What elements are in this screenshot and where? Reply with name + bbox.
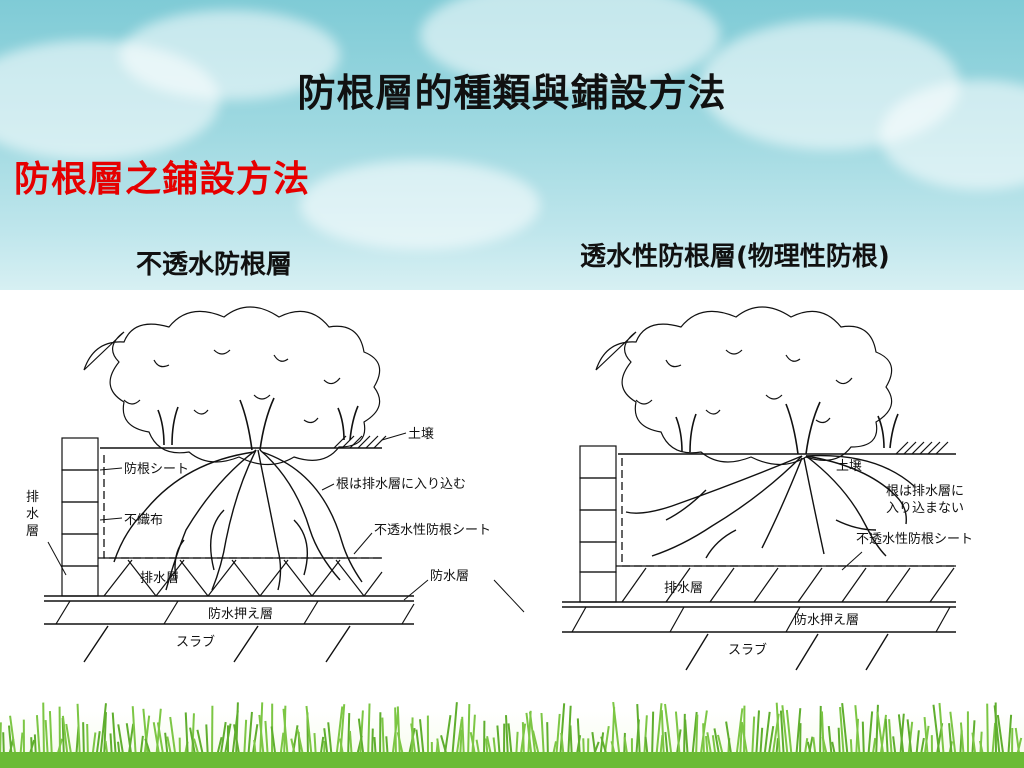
left-diagram-caption: 不透水防根層 — [136, 250, 293, 280]
left-diagram-svg: 土壌 防根シート 根は排水層に入り込む 不織布 不透水性防根シート 排 水 層 … — [26, 306, 525, 663]
right-drain-blocks — [579, 445, 617, 603]
impermeable-root-barrier-diagram: 土壌 防根シート 根は排水層に入り込む 不織布 不透水性防根シート 排 水 層 … — [4, 290, 526, 674]
right-drainage-hatch — [621, 567, 955, 603]
right-protection-marks — [571, 606, 951, 633]
left-tree-canopy — [83, 306, 381, 466]
sky-background — [0, 0, 1024, 290]
right-leader-lines — [841, 551, 863, 571]
label-impermeable-sheet: 不透水性防根シート — [856, 531, 973, 547]
left-trunks — [157, 397, 359, 451]
right-soil-hatch — [895, 441, 949, 455]
slide-title: 防根層的種類與鋪設方法 — [297, 71, 727, 115]
label-roots-line2: 入り込まない — [886, 501, 964, 516]
left-drainage-hatch — [103, 559, 383, 597]
label-soil: 土壌 — [408, 427, 434, 442]
label-impermeable-sheet: 不透水性防根シート — [374, 522, 491, 538]
left-leader-lines — [47, 432, 525, 613]
label-drainage: 排水層 — [140, 571, 179, 586]
label-drain-v3: 層 — [26, 524, 39, 539]
left-roots — [113, 449, 363, 591]
right-tree-canopy — [595, 306, 893, 466]
label-slab: スラブ — [176, 634, 215, 650]
label-soil: 土壌 — [836, 459, 862, 474]
label-slab: スラブ — [728, 642, 767, 658]
label-waterproof: 防水層 — [430, 568, 469, 584]
label-drainage: 排水層 — [664, 581, 703, 596]
label-root-sheet: 防根シート — [124, 461, 189, 477]
right-diagram-caption: 透水性防根層(物理性防根) — [580, 242, 890, 272]
label-nonwoven: 不織布 — [124, 513, 163, 528]
left-slab-lines — [83, 625, 351, 663]
right-trunks — [675, 401, 899, 455]
label-protection: 防水押え層 — [794, 612, 859, 628]
slide-subtitle: 防根層之鋪設方法 — [14, 159, 311, 200]
right-diagram-svg: 土壌 根は排水層に 入り込まない 不透水性防根シート 排水層 防水押え層 スラブ — [562, 306, 973, 671]
left-protection-marks — [55, 600, 415, 625]
permeable-root-barrier-diagram: 土壌 根は排水層に 入り込まない 不透水性防根シート 排水層 防水押え層 スラブ — [536, 290, 1020, 674]
left-drain-blocks — [61, 437, 99, 597]
label-roots-enter: 根は排水層に入り込む — [336, 477, 466, 492]
right-slab-lines — [685, 633, 889, 671]
right-roots — [625, 454, 915, 559]
grass-decoration — [0, 701, 1024, 768]
label-drain-v1: 排 — [26, 490, 39, 505]
label-protection: 防水押え層 — [208, 606, 273, 622]
label-drain-v2: 水 — [26, 507, 39, 522]
left-soil-hatch — [333, 435, 387, 449]
label-roots-line1: 根は排水層に — [886, 484, 964, 499]
